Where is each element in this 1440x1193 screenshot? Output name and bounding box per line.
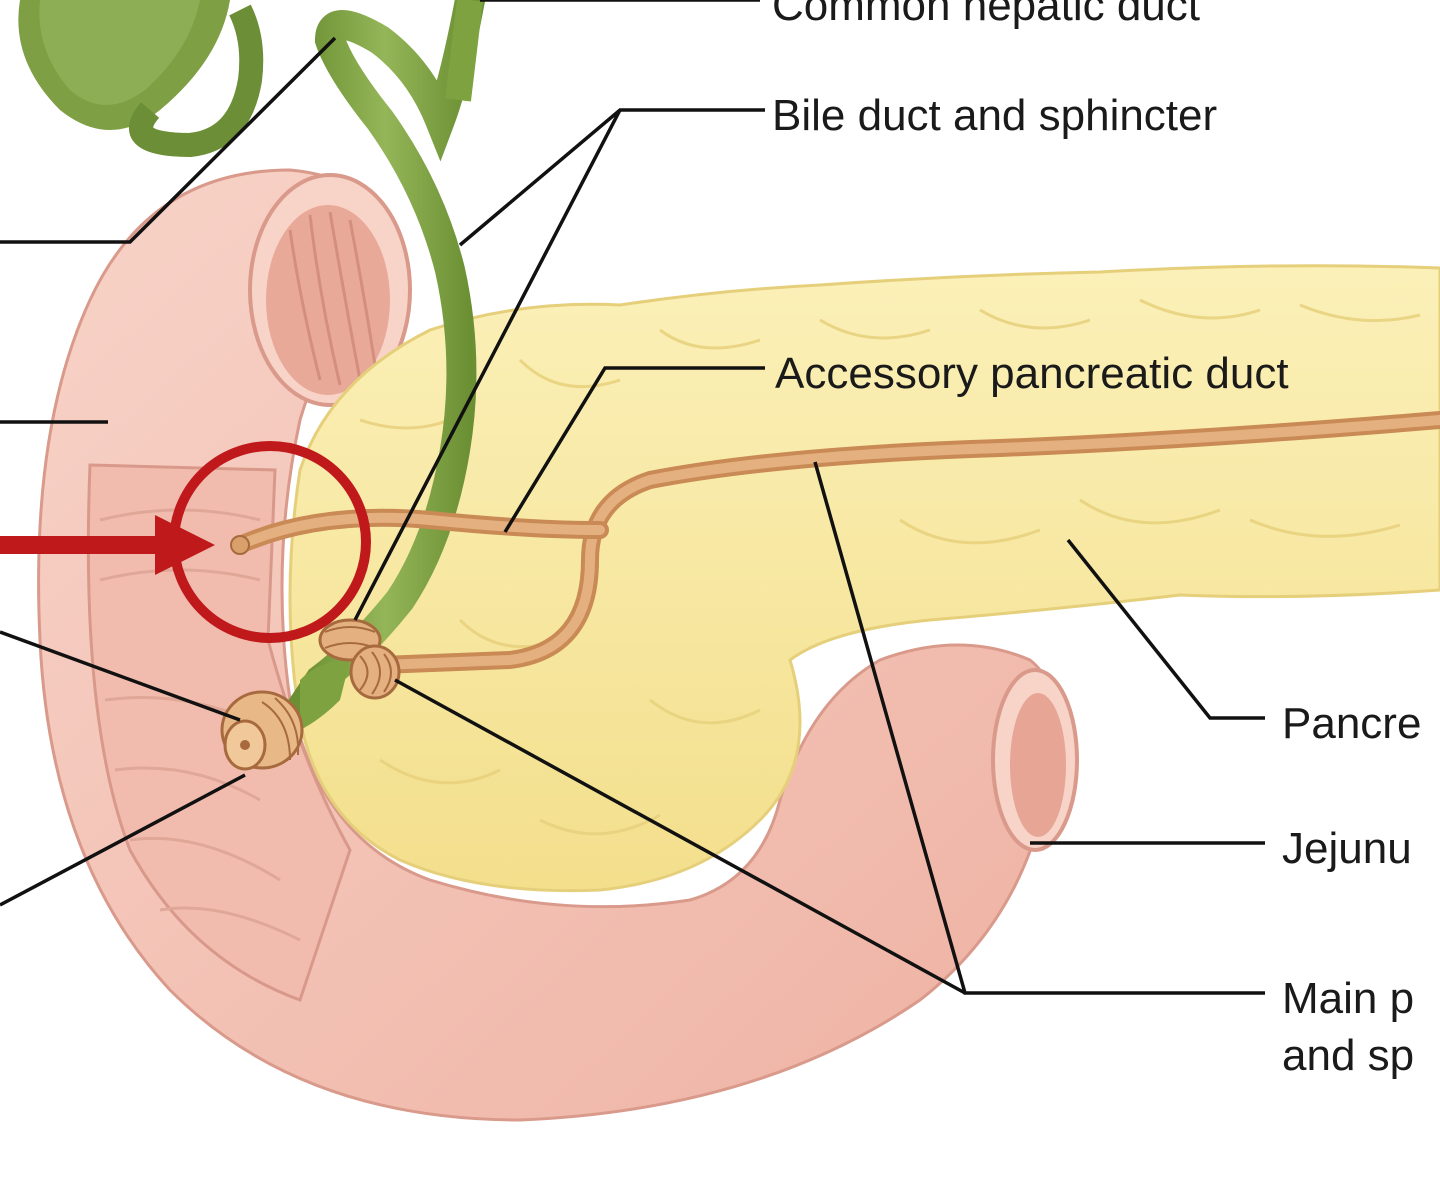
highlight-arrow-head bbox=[155, 515, 215, 575]
labels: Common hepatic duct Bile duct and sphinc… bbox=[772, 0, 1421, 1080]
bile-duct bbox=[285, 0, 485, 730]
highlight-arrow-shaft bbox=[0, 536, 170, 554]
leader-left-1 bbox=[0, 36, 337, 244]
duodenum bbox=[37, 168, 1079, 1122]
label-jejunum: Jejunu bbox=[1282, 824, 1412, 873]
leader-left-3 bbox=[0, 630, 241, 722]
pancreatic-sphincter bbox=[349, 644, 401, 700]
label-bile-duct-and-sphincter: Bile duct and sphincter bbox=[772, 91, 1217, 140]
leader-main-duct bbox=[394, 461, 1265, 995]
highlight-marker bbox=[0, 441, 371, 643]
leader-lines bbox=[0, 0, 1265, 995]
label-pancreas: Pancre bbox=[1282, 699, 1421, 748]
pancreas-organ bbox=[288, 264, 1440, 893]
leader-bile-duct bbox=[353, 108, 765, 621]
label-main-duct-line1: Main p bbox=[1282, 974, 1414, 1023]
leader-pancreas bbox=[1066, 538, 1265, 720]
label-main-duct-line2: and sp bbox=[1282, 1031, 1414, 1080]
gallbladder bbox=[18, 0, 264, 158]
sphincter-rings bbox=[220, 618, 401, 771]
leader-accessory-duct bbox=[503, 366, 765, 533]
leader-left-4 bbox=[0, 773, 246, 907]
pancreatic-ducts bbox=[230, 411, 1440, 674]
hepatopancreatic-ampulla-sphincter bbox=[220, 690, 304, 771]
label-common-hepatic-duct: Common hepatic duct bbox=[772, 0, 1200, 30]
label-accessory-pancreatic-duct: Accessory pancreatic duct bbox=[775, 349, 1289, 398]
